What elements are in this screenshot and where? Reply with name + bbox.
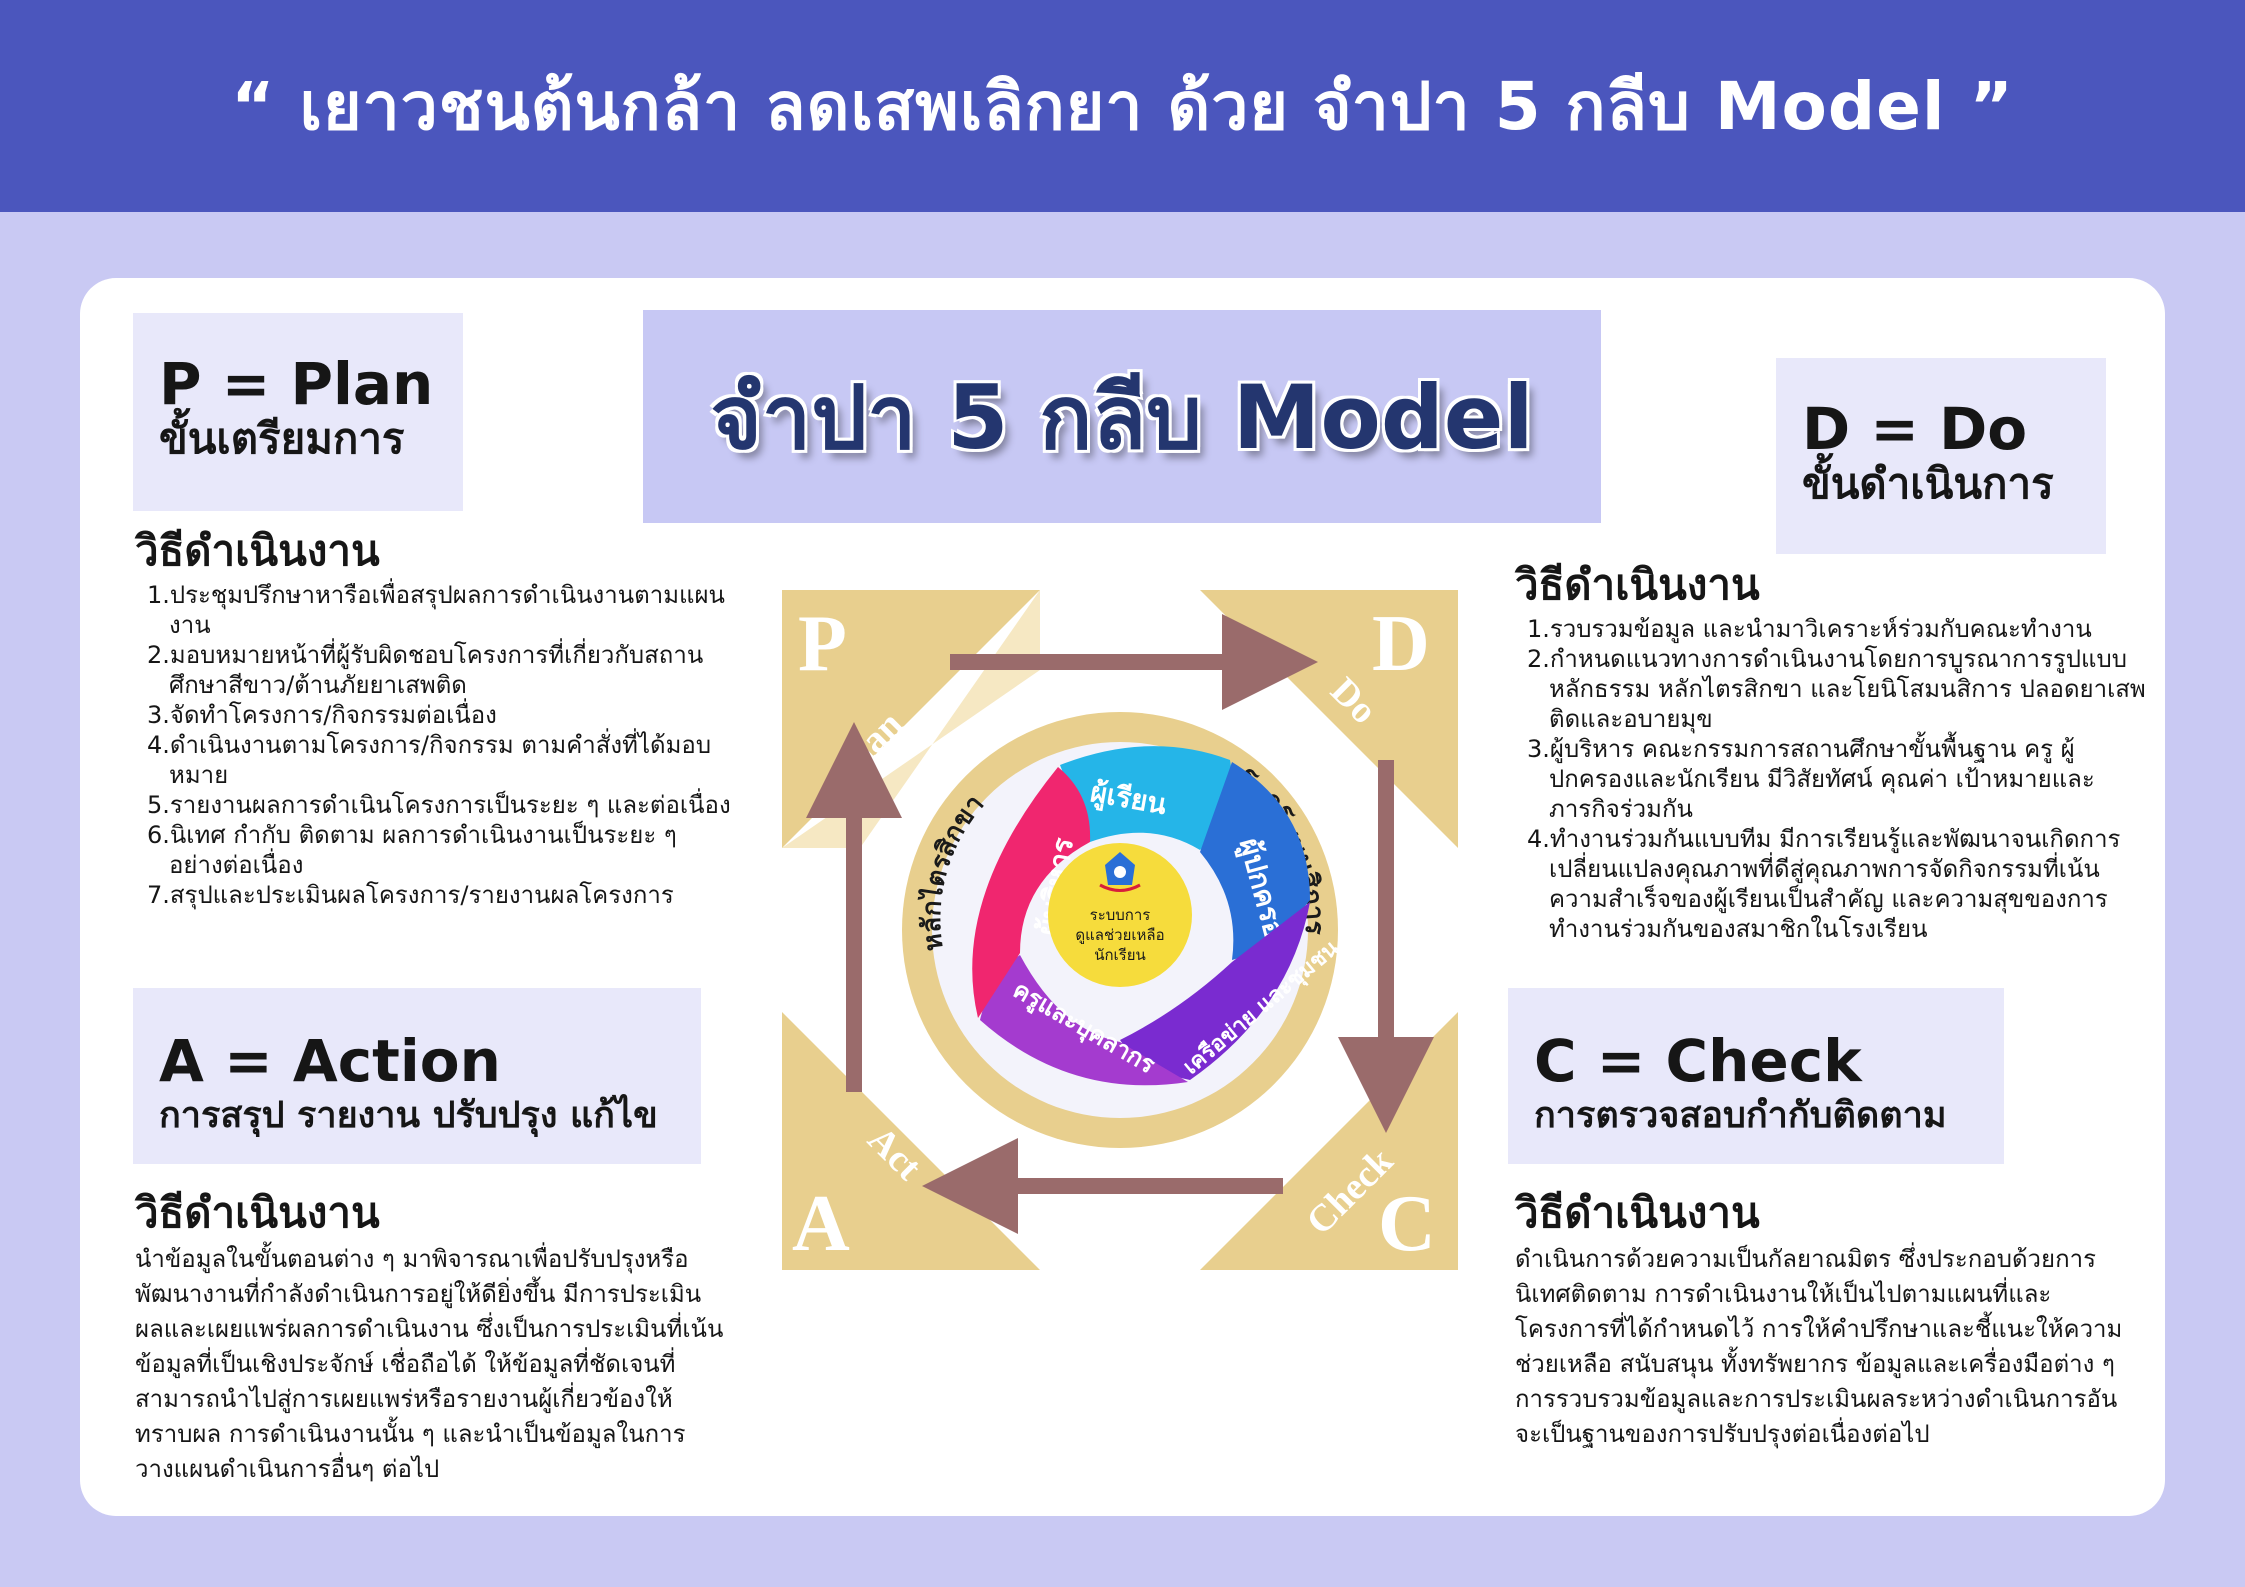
petal-students: ผู้เรียน (1060, 746, 1232, 850)
plan-code: P = Plan (159, 350, 434, 418)
plan-step: 6.นิเทศ กำกับ ติดตาม ผลการดำเนินงานเป็นร… (147, 821, 677, 879)
check-code: C = Check (1534, 1027, 1862, 1095)
check-label-box: C = Check การตรวจสอบกำกับติดตาม (1508, 988, 2004, 1164)
plan-step: 3.จัดทำโครงการ/กิจกรรมต่อเนื่อง (147, 701, 497, 729)
center-line-3: นักเรียน (1094, 946, 1146, 964)
plan-method: วิธีดำเนินงาน 1.ประชุมปรึกษาหารือเพื่อสร… (135, 526, 735, 910)
action-label-box: A = Action การสรุป รายงาน ปรับปรุง แก้ไข (133, 988, 701, 1164)
action-subtitle: การสรุป รายงาน ปรับปรุง แก้ไข (159, 1095, 658, 1136)
do-step: 1.รวบรวมข้อมูล และนำมาวิเคราะห์ร่วมกับคณ… (1527, 615, 2092, 643)
center-circle (1048, 843, 1192, 987)
do-step: 4.ทำงานร่วมกันแบบทีม มีการเรียนรู้และพัฒ… (1527, 825, 2121, 943)
center-title-box: จำปา 5 กลีบ Model (643, 310, 1601, 523)
action-method: วิธีดำเนินงาน นำข้อมูลในขั้นตอนต่าง ๆ มา… (135, 1188, 725, 1487)
check-subtitle: การตรวจสอบกำกับติดตาม (1534, 1095, 1947, 1136)
do-method-list: 1.รวบรวมข้อมูล และนำมาวิเคราะห์ร่วมกับคณ… (1515, 614, 2155, 944)
center-line-1: ระบบการ (1090, 906, 1151, 924)
plan-step: 1.ประชุมปรึกษาหารือเพื่อสรุปผลการดำเนินง… (147, 581, 725, 639)
do-code: D = Do (1802, 395, 2028, 463)
plan-method-list: 1.ประชุมปรึกษาหารือเพื่อสรุปผลการดำเนินง… (135, 580, 735, 910)
corner-act-letter: A (792, 1180, 850, 1268)
action-method-title: วิธีดำเนินงาน (135, 1188, 380, 1237)
corner-do-letter: D (1372, 600, 1430, 688)
do-subtitle: ขั้นดำเนินการ (1802, 459, 2054, 508)
check-method: วิธีดำเนินงาน ดำเนินการด้วยความเป็นกัลยา… (1515, 1188, 2125, 1452)
center-line-2: ดูแลช่วยเหลือ (1075, 926, 1164, 944)
do-step: 2.กำหนดแนวทางการดำเนินงานโดยการบูรณาการร… (1527, 645, 2146, 733)
corner-check-letter: C (1378, 1180, 1436, 1268)
plan-step: 5.รายงานผลการดำเนินโครงการเป็นระยะ ๆ และ… (147, 791, 731, 819)
check-method-title: วิธีดำเนินงาน (1515, 1188, 1760, 1237)
do-label-box: D = Do ขั้นดำเนินการ (1776, 358, 2106, 554)
pdca-diagram: P Plan D Do C Check A Act หลักไตรสิกขา โ… (782, 590, 1458, 1270)
school-emblem-icon (1099, 852, 1141, 892)
center-title: จำปา 5 กลีบ Model (710, 365, 1534, 469)
plan-subtitle: ขั้นเตรียมการ (159, 414, 405, 463)
corner-plan-letter: P (798, 600, 847, 688)
do-step: 3.ผู้บริหาร คณะกรรมการสถานศึกษาขั้นพื้นฐ… (1527, 735, 2095, 823)
plan-step: 4.ดำเนินงานตามโครงการ/กิจกรรม ตามคำสั่งท… (147, 731, 712, 789)
plan-step: 2.มอบหมายหน้าที่ผู้รับผิดชอบโครงการที่เก… (147, 641, 704, 699)
header-title: “ เยาวชนต้นกล้า ลดเสพเลิกยา ด้วย จำปา 5 … (231, 67, 2014, 145)
plan-method-title: วิธีดำเนินงาน (135, 526, 380, 575)
action-method-text: นำข้อมูลในขั้นตอนต่าง ๆ มาพิจารณาเพื่อปร… (135, 1245, 724, 1483)
header-banner: “ เยาวชนต้นกล้า ลดเสพเลิกยา ด้วย จำปา 5 … (0, 0, 2245, 212)
check-method-text: ดำเนินการด้วยความเป็นกัลยาณมิตร ซึ่งประก… (1515, 1245, 2123, 1448)
action-code: A = Action (159, 1027, 501, 1095)
do-method: วิธีดำเนินงาน 1.รวบรวมข้อมูล และนำมาวิเค… (1515, 560, 2155, 944)
plan-label-box: P = Plan ขั้นเตรียมการ (133, 313, 463, 511)
do-method-title: วิธีดำเนินงาน (1515, 560, 1760, 609)
plan-step: 7.สรุปและประเมินผลโครงการ/รายงานผลโครงกา… (147, 881, 674, 909)
